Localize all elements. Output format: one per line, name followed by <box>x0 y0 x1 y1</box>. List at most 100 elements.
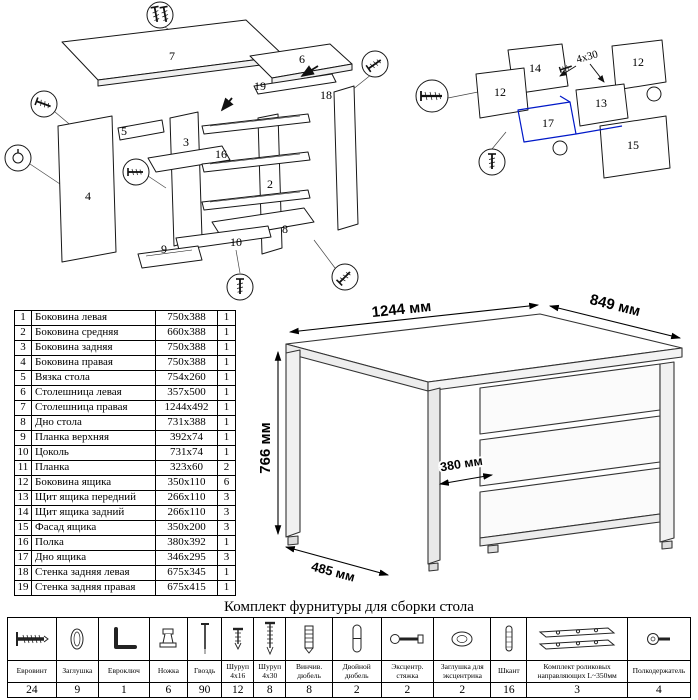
part-number: 10 <box>14 445 32 461</box>
part-name: Стенка задняя правая <box>31 580 156 596</box>
part-qty: 3 <box>217 520 236 536</box>
screw-size-note: 4x30 <box>575 48 600 66</box>
parts-table-row: 10 Цоколь 731x74 1 <box>14 445 236 461</box>
dim-arrow-inner <box>438 473 494 486</box>
exploded-drawer-view: 4x30 <box>415 39 671 179</box>
dim-label-inner: 380 мм <box>439 454 483 475</box>
hw-col-dowel: Шкант 16 <box>491 618 528 697</box>
drawer-side-panel-right <box>611 39 667 91</box>
assembled-desk-figure: 1244 мм 849 мм 766 мм 380 мм 485 мм <box>255 292 683 587</box>
part-qty: 3 <box>217 505 236 521</box>
part-name: Фасад ящика <box>31 520 156 536</box>
part-label-12: 12 <box>494 85 506 99</box>
part-label-8: 8 <box>282 222 288 236</box>
part-number: 9 <box>14 430 32 446</box>
part-name: Полка <box>31 535 156 551</box>
screw-icon <box>236 278 244 294</box>
euroscrew-icon <box>420 91 442 101</box>
panel-back-tall <box>333 85 359 231</box>
part-number: 14 <box>14 505 32 521</box>
parts-table-row: 16 Полка 380x392 1 <box>14 535 236 551</box>
hardware-title: Комплект фурнитуры для сборки стола <box>224 599 474 615</box>
hw-qty: 8 <box>286 682 332 697</box>
panel-plinth <box>175 225 272 251</box>
desk-foot <box>428 562 439 572</box>
fastener-callout <box>4 144 32 172</box>
double-dowel-icon <box>333 618 381 660</box>
part-label-15: 15 <box>627 138 639 152</box>
hw-name: Гвоздь <box>188 660 222 682</box>
hw-qty: 2 <box>332 682 381 697</box>
direction-arrows <box>220 65 319 112</box>
desk-foot <box>661 540 673 550</box>
hw-qty: 16 <box>491 682 527 697</box>
hw-qty: 2 <box>434 682 491 697</box>
hw-col-screw-dowel: Винчив. дюбель 8 <box>286 618 333 697</box>
panel-back-right <box>253 73 337 95</box>
part-name: Щит ящика задний <box>31 505 156 521</box>
exploded-desk-view: 7 6 19 18 5 3 16 2 4 8 10 9 <box>4 1 389 301</box>
part-qty: 1 <box>217 340 236 356</box>
panel-side-back <box>169 111 203 247</box>
part-size: 392x74 <box>155 430 218 446</box>
parts-table-row: 18 Стенка задняя левая 675x345 1 <box>14 565 236 581</box>
screw-icon <box>34 97 51 109</box>
part-size: 731x74 <box>155 445 218 461</box>
part-qty: 1 <box>217 535 236 551</box>
hw-name: Комплект роликовых направляющих L~350мм <box>527 660 627 682</box>
part-qty: 1 <box>217 385 236 401</box>
part-qty: 1 <box>217 580 236 596</box>
part-size: 350x110 <box>155 475 218 491</box>
screw-icon <box>488 153 496 169</box>
part-number: 8 <box>14 415 32 431</box>
part-name: Стенка задняя левая <box>31 565 156 581</box>
hexkey-icon <box>99 618 149 660</box>
dim-arrow-depth <box>548 304 682 340</box>
panel-tie <box>117 119 165 141</box>
nail-icon <box>188 618 221 660</box>
part-name: Вязка стола <box>31 370 156 386</box>
joint-marker <box>646 86 662 102</box>
desk-foot <box>287 535 299 546</box>
dim-label-front: 485 мм <box>310 559 357 585</box>
hardware-table: Евровинт 24 Заглушка 9 Евроключ 1 <box>7 617 691 698</box>
part-size: 660x388 <box>155 325 218 341</box>
hw-name: Евроключ <box>99 660 149 682</box>
parts-table-row: 9 Планка верхняя 392x74 1 <box>14 430 236 446</box>
part-name: Боковина средняя <box>31 325 156 341</box>
part-name: Дно стола <box>31 415 156 431</box>
hw-name: Шкант <box>491 660 527 682</box>
screw-note-group: 4x30 <box>558 48 605 83</box>
part-label-12: 12 <box>632 55 644 69</box>
part-label-2: 2 <box>267 177 273 191</box>
fastener-callout <box>30 90 58 118</box>
exploded-views: 7 6 19 18 5 3 16 2 4 8 10 9 <box>4 1 671 301</box>
part-number: 4 <box>14 355 32 371</box>
hw-col-roller-guides: Комплект роликовых направляющих L~350мм … <box>527 618 628 697</box>
part-size: 350x200 <box>155 520 218 536</box>
part-size: 675x345 <box>155 565 218 581</box>
hw-col-double-dowel: Двойной дюбель 2 <box>332 618 382 697</box>
part-number: 2 <box>14 325 32 341</box>
panel-side-left <box>57 115 117 263</box>
hw-col-euroscrew: Евровинт 24 <box>8 618 57 697</box>
part-name: Боковина правая <box>31 355 156 371</box>
fastener-callout <box>478 148 506 176</box>
part-qty: 2 <box>217 460 236 476</box>
hw-name: Заглушка для эксцентрика <box>434 660 491 682</box>
drawer-facade-panel <box>599 115 671 179</box>
part-size: 323x60 <box>155 460 218 476</box>
parts-table-row: 19 Стенка задняя правая 675x415 1 <box>14 580 236 596</box>
fastener-callout <box>122 158 150 186</box>
part-size: 750x388 <box>155 340 218 356</box>
part-qty: 1 <box>217 325 236 341</box>
part-number: 17 <box>14 550 32 566</box>
part-qty: 1 <box>217 355 236 371</box>
parts-table-row: 4 Боковина правая 750x388 1 <box>14 355 236 371</box>
part-label-18: 18 <box>320 88 332 102</box>
panel-shelf <box>147 145 231 173</box>
hw-qty: 2 <box>381 682 434 697</box>
fastener-callout <box>361 50 389 78</box>
part-number: 16 <box>14 535 32 551</box>
cap-icon <box>57 618 98 660</box>
